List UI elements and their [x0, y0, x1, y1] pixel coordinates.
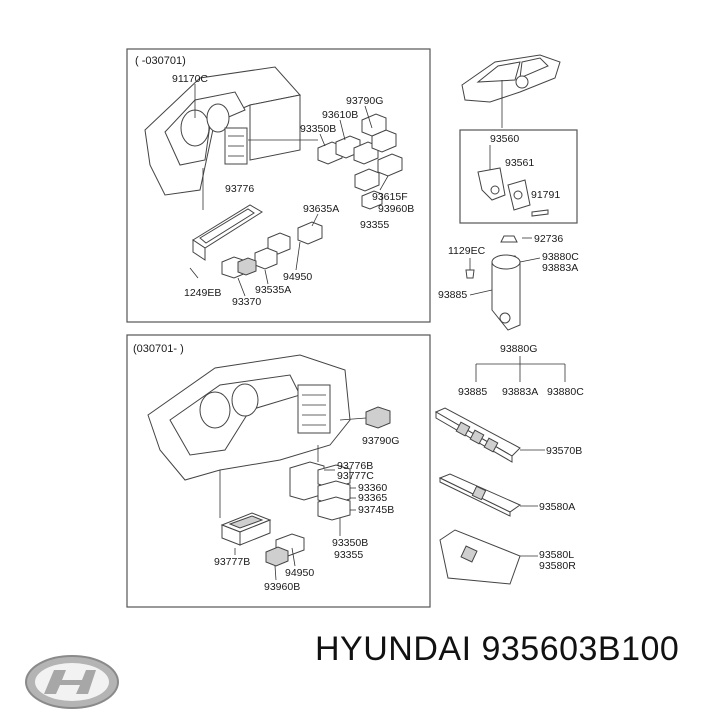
label-93790G: 93790G: [346, 95, 383, 107]
label-93560: 93560: [490, 133, 519, 145]
label-94950: 94950: [283, 271, 312, 283]
label-92736: 92736: [534, 233, 563, 245]
part-number-caption: HYUNDAI 935603B100: [315, 630, 680, 668]
label-93355-b: 93355: [334, 549, 363, 561]
label-93580A: 93580A: [539, 501, 575, 513]
label-93776: 93776: [225, 183, 254, 195]
door-part-frame: [459, 129, 578, 224]
label-93610B: 93610B: [322, 109, 358, 121]
dashboard-old-illustration: [144, 66, 301, 196]
label-93883A-tree: 93883A: [502, 386, 538, 398]
label-1129EC: 1129EC: [448, 245, 486, 257]
label-93580R: 93580R: [539, 560, 576, 572]
car-side-illustration: [461, 54, 561, 103]
window-switch-93570B: [434, 407, 521, 463]
label-93535A: 93535A: [255, 284, 291, 296]
bottom-panel-range: (030701- ): [133, 343, 184, 355]
label-93960B-b: 93960B: [264, 581, 300, 593]
window-switch-93580A: [438, 473, 522, 517]
label-1249EB: 1249EB: [184, 287, 221, 299]
bezel-93776: [192, 204, 263, 261]
switch-cluster-bottom: [221, 221, 323, 279]
label-93777B: 93777B: [214, 556, 250, 568]
label-93960B: 93960B: [378, 203, 414, 215]
switch-93790G: [365, 406, 391, 429]
label-93355: 93355: [360, 219, 389, 231]
switch-94950-b: [265, 533, 305, 567]
label-93885-tree: 93885: [458, 386, 487, 398]
top-panel-frame: [126, 48, 431, 323]
dashboard-new-illustration: [147, 354, 351, 481]
label-93580L: 93580L: [539, 549, 574, 561]
label-93777C: 93777C: [337, 470, 374, 482]
window-switch-93580L: [439, 529, 521, 585]
label-93370: 93370: [232, 296, 261, 308]
label-93635A: 93635A: [303, 203, 339, 215]
bezel-93777B: [220, 512, 272, 546]
label-93745B: 93745B: [358, 504, 394, 516]
switch-cluster-top: [317, 113, 403, 210]
bottom-panel-frame: [126, 334, 431, 608]
switch-assembly-93885: [491, 235, 521, 331]
label-93570B: 93570B: [546, 445, 582, 457]
switch-stack-bottom: [289, 461, 351, 521]
label-94950-b: 94950: [285, 567, 314, 579]
label-93360: 93360: [358, 482, 387, 494]
label-91170C: 91170C: [172, 73, 208, 85]
label-93350B: 93350B: [300, 123, 336, 135]
label-93365: 93365: [358, 492, 387, 504]
label-93615F: 93615F: [372, 191, 408, 203]
label-93885: 93885: [438, 289, 467, 301]
label-93880G: 93880G: [500, 343, 537, 355]
label-93776B: 93776B: [337, 460, 373, 472]
label-91791: 91791: [531, 189, 560, 201]
door-switch-93560: [477, 167, 549, 217]
top-panel-range: ( -030701): [135, 55, 186, 67]
label-93350B-b: 93350B: [332, 537, 368, 549]
label-93883A: 93883A: [542, 262, 578, 274]
label-93790G-b: 93790G: [362, 435, 399, 447]
hyundai-logo-icon: [25, 655, 119, 709]
label-93880C: 93880C: [542, 251, 579, 263]
label-93880C-tree: 93880C: [547, 386, 584, 398]
label-93561: 93561: [505, 157, 534, 169]
